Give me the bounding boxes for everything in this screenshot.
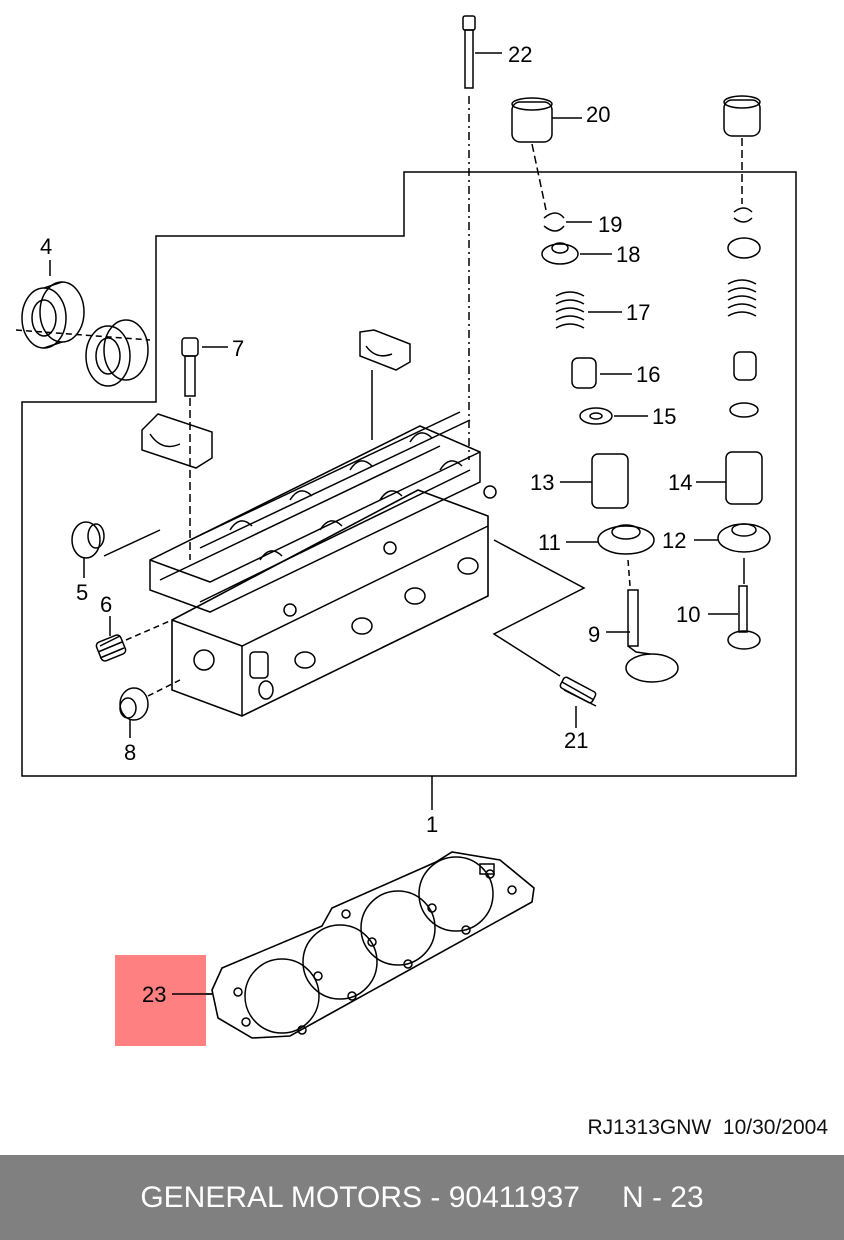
callout-20[interactable]: 20 <box>586 102 610 127</box>
cylinder-head <box>149 411 497 717</box>
callout-17[interactable]: 17 <box>626 300 650 325</box>
stud-21 <box>492 539 597 728</box>
highlight-box <box>115 955 206 1046</box>
callout-1[interactable]: 1 <box>426 812 438 837</box>
callout-11[interactable]: 11 <box>538 530 561 555</box>
bearing-cap-right <box>359 329 411 440</box>
reference-line: RJ1313GNW 10/30/2004 <box>588 1116 828 1140</box>
footer-bar: GENERAL MOTORS - 90411937 N - 23 <box>0 1155 844 1240</box>
callout-8[interactable]: 8 <box>124 740 136 765</box>
callout-21[interactable]: 21 <box>564 728 588 753</box>
valve-train-intake <box>511 97 679 683</box>
bolt-22 <box>462 15 502 460</box>
footer-separator: - <box>422 1180 449 1214</box>
callout-12[interactable]: 12 <box>662 528 686 553</box>
reference-date: 10/30/2004 <box>722 1116 828 1139</box>
callout-19[interactable]: 19 <box>598 212 622 237</box>
part-number: 90411937 <box>448 1180 580 1214</box>
stud-6 <box>95 616 173 662</box>
callout-14[interactable]: 14 <box>668 470 692 495</box>
camshaft-seals <box>15 260 151 387</box>
brand-name: GENERAL MOTORS <box>140 1180 423 1214</box>
callout-10[interactable]: 10 <box>676 602 700 627</box>
highlight-label-layer: 23 <box>142 982 212 1007</box>
callout-4[interactable]: 4 <box>40 234 52 259</box>
callout-5[interactable]: 5 <box>76 580 88 605</box>
callout-16[interactable]: 16 <box>636 362 660 387</box>
valve-train-exhaust <box>694 95 771 650</box>
callout-15[interactable]: 15 <box>652 404 676 429</box>
callout-22[interactable]: 22 <box>508 42 532 67</box>
plug-8 <box>119 679 181 738</box>
callout-23[interactable]: 23 <box>142 982 166 1007</box>
assembly-frame <box>21 171 797 777</box>
reference-code: RJ1313GNW <box>587 1116 712 1139</box>
callout-18[interactable]: 18 <box>616 242 640 267</box>
callout-7[interactable]: 7 <box>232 336 244 361</box>
plug-5 <box>71 521 161 578</box>
bearing-cap-left <box>141 413 213 469</box>
callout-13[interactable]: 13 <box>530 470 554 495</box>
page-code: N - 23 <box>621 1180 704 1214</box>
callout-9[interactable]: 9 <box>588 622 600 647</box>
callout-6[interactable]: 6 <box>100 592 112 617</box>
